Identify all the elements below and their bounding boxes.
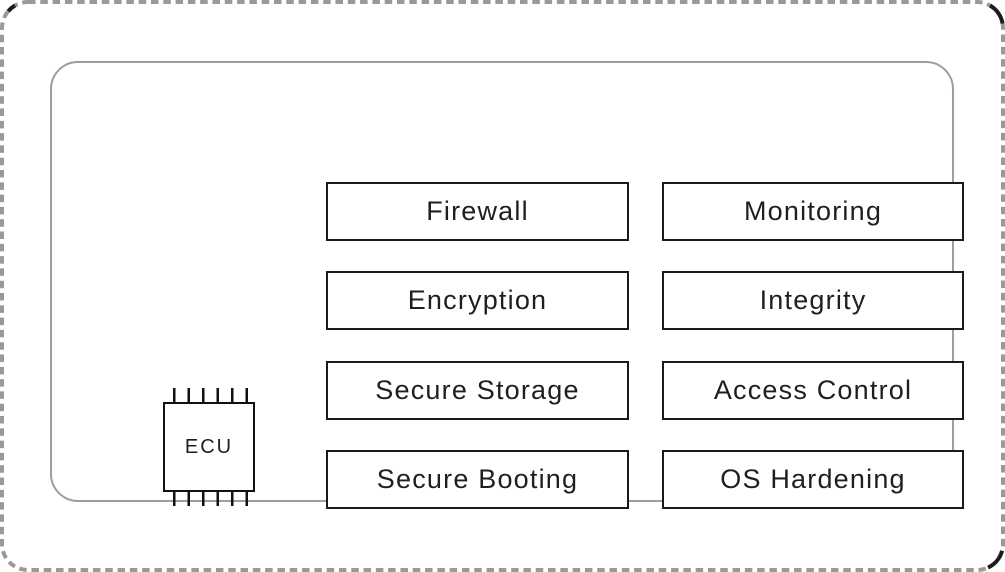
measure-box-encryption: Encryption [326,271,629,331]
measure-box-os-hardening: OS Hardening [662,449,964,509]
corner-dark-arc-top-left [6,3,17,13]
ecu-label: ECU [184,435,234,458]
measure-label: OS Hardening [720,463,906,494]
corner-dark-arc-top-right [988,3,1005,24]
measure-label: Access Control [713,374,913,405]
corner-dark-arc-bottom-right [987,550,1005,570]
measure-label: Monitoring [743,196,883,226]
measure-label: Secure Storage [375,374,580,405]
chip-pins-bottom-icon [173,492,251,506]
measure-box-secure-booting: Secure Booting [326,449,629,509]
measure-box-firewall: Firewall [326,182,629,241]
security-measures-grid: Firewall Monitoring Encryption Integrity… [326,182,964,509]
vehicle-panel: ECU Firewall Monitoring Encryption Integ… [50,61,964,509]
chip-pins-top-icon [173,388,251,402]
measure-label: Integrity [759,285,867,316]
measure-label: Firewall [426,196,529,226]
ecu-chip-icon: ECU [163,388,255,506]
measure-label: Secure Booting [376,463,579,494]
measure-box-monitoring: Monitoring [662,182,964,241]
measure-label: Encryption [407,285,548,316]
measure-box-access-control: Access Control [662,360,964,420]
measure-box-secure-storage: Secure Storage [326,360,629,420]
measure-box-integrity: Integrity [662,271,964,331]
